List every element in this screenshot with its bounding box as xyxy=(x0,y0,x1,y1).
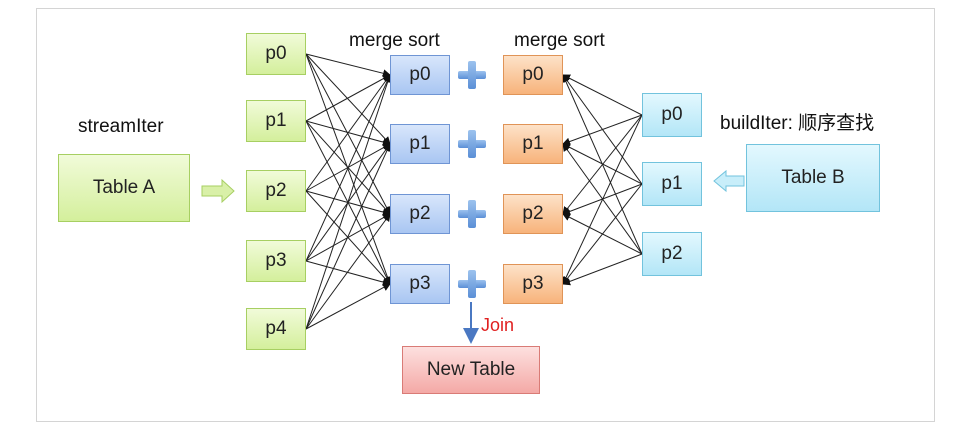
connection-line xyxy=(305,53,391,145)
join-label: Join xyxy=(481,315,515,335)
connection-line xyxy=(305,53,391,78)
connection-line xyxy=(562,74,643,116)
left-partition-p4: p4 xyxy=(246,308,306,350)
merge-sort-left-label: merge sort xyxy=(349,30,440,51)
merge-sort-right-label: merge sort xyxy=(514,30,605,51)
sorted-left-p2: p2 xyxy=(390,194,450,234)
connection-line xyxy=(562,74,643,255)
connection-line xyxy=(305,143,391,330)
plus-icon xyxy=(458,130,486,158)
connection-line xyxy=(562,74,643,185)
connection-line xyxy=(562,143,643,255)
right-partition-p0: p0 xyxy=(642,93,702,137)
connection-line xyxy=(305,53,391,215)
connection-line xyxy=(305,213,391,330)
sorted-right-p2: p2 xyxy=(503,194,563,234)
left-partition-p3: p3 xyxy=(246,240,306,282)
plus-icon xyxy=(458,270,486,298)
right-partition-p2: p2 xyxy=(642,232,702,276)
table-a: Table A xyxy=(58,154,190,222)
table-b-arrow xyxy=(713,169,745,193)
sorted-left-p3: p3 xyxy=(390,264,450,304)
sorted-right-p3: p3 xyxy=(503,264,563,304)
connection-line xyxy=(562,253,643,286)
sorted-left-p0: p0 xyxy=(390,55,450,95)
new-table: New Table xyxy=(402,346,540,394)
left-partition-p2: p2 xyxy=(246,170,306,212)
connection-line xyxy=(305,260,391,287)
build-iter-label: buildIter: 顺序查找 xyxy=(720,113,875,134)
plus-icon xyxy=(458,61,486,89)
connection-line xyxy=(305,74,391,122)
connection-line xyxy=(305,74,391,192)
stream-iter-label: streamIter xyxy=(78,116,164,137)
connection-line xyxy=(305,74,392,330)
left-partition-p0: p0 xyxy=(246,33,306,75)
table-b: Table B xyxy=(746,144,880,212)
table-a-arrow xyxy=(201,178,235,204)
connection-line xyxy=(562,213,643,255)
sorted-right-p0: p0 xyxy=(503,55,563,95)
left-fan-lines xyxy=(305,53,392,330)
sorted-left-p1: p1 xyxy=(390,124,450,164)
sorted-right-p1: p1 xyxy=(503,124,563,164)
plus-icon xyxy=(458,200,486,228)
connection-line xyxy=(305,74,391,262)
right-partition-p1: p1 xyxy=(642,162,702,206)
left-partition-p1: p1 xyxy=(246,100,306,142)
right-fan-lines xyxy=(562,74,643,286)
connection-line xyxy=(305,283,391,330)
